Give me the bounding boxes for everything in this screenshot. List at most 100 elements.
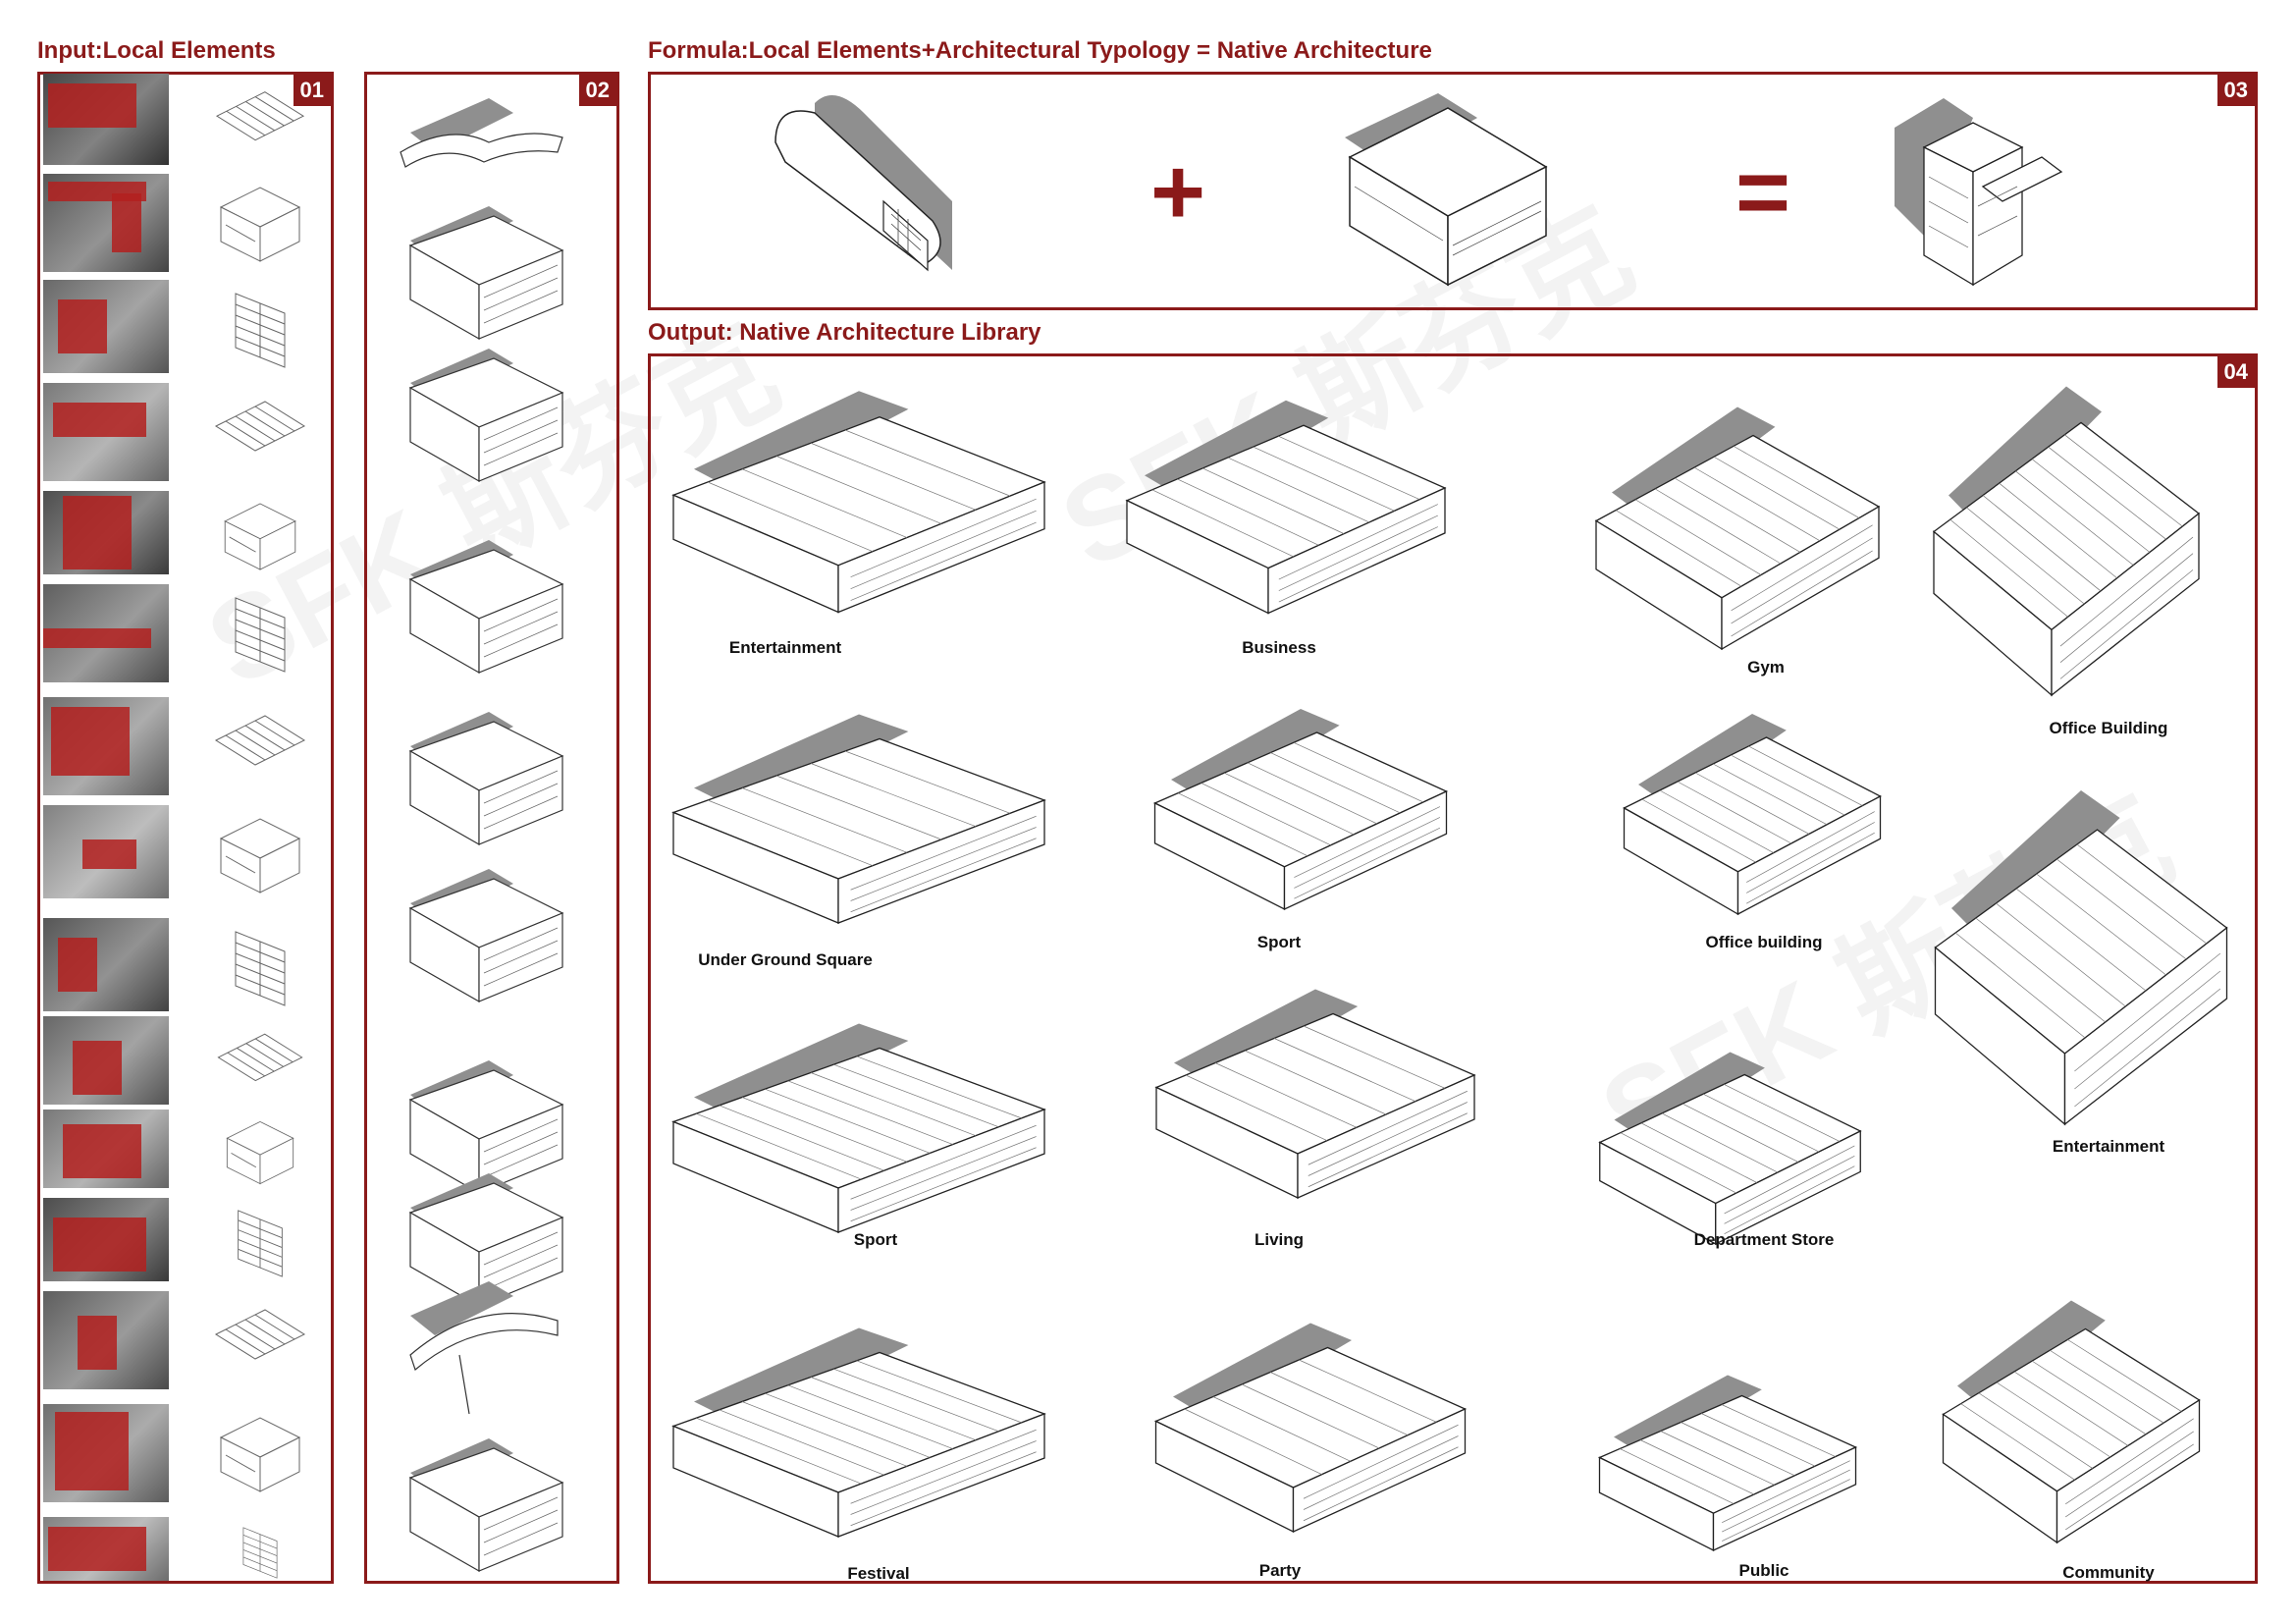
panel-number-badge: 04 [2216, 356, 2255, 388]
typology-sketch [408, 540, 564, 675]
local-element-photo [43, 697, 169, 795]
panel-number-badge: 02 [578, 75, 616, 106]
local-element-sketch [214, 1309, 306, 1360]
library-building-drawing [1623, 714, 1882, 916]
library-item-label: Business [1242, 638, 1316, 657]
highlighted-element [78, 1316, 117, 1370]
local-element-sketch [219, 187, 301, 262]
typology-sketch [408, 869, 564, 1003]
vault-element-drawing [774, 95, 952, 272]
highlighted-element [51, 707, 130, 776]
library-item-label: Entertainment [728, 638, 842, 657]
panel-typology: 02 [364, 72, 619, 1584]
local-element-sketch [219, 818, 301, 893]
local-element-sketch [214, 715, 306, 766]
library-building-drawing [671, 1023, 1046, 1233]
highlighted-element [53, 1218, 146, 1272]
typology-sketch [408, 712, 564, 846]
library-item-label: Sport [1256, 933, 1302, 951]
panel-native-architecture-library: 04 [648, 353, 2258, 1584]
highlighted-element [48, 1527, 146, 1571]
panel-number-badge: 03 [2216, 75, 2255, 106]
typology-box-drawing [1345, 93, 1548, 287]
local-element-photo [43, 1198, 169, 1281]
local-element-sketch [238, 1210, 283, 1277]
library-building-drawing [1942, 1300, 2201, 1544]
local-element-sketch [219, 1417, 301, 1492]
library-building-drawing [1598, 1052, 1862, 1246]
library-item-label: Public [1738, 1561, 1789, 1580]
local-element-photo [43, 584, 169, 682]
library-building-drawing [1932, 386, 2201, 697]
library-building-drawing [1125, 400, 1447, 615]
input-title: Input:Local Elements [37, 37, 276, 64]
highlighted-element [63, 496, 132, 569]
library-item-label: Festival [847, 1564, 910, 1583]
library-building-drawing [1594, 406, 1881, 651]
highlighted-element [58, 299, 107, 353]
library-item-label: Sport [853, 1230, 898, 1249]
local-element-sketch [242, 1527, 278, 1579]
library-item-label: Community [2062, 1563, 2155, 1582]
local-element-photo [43, 1517, 169, 1581]
highlighted-element [48, 83, 136, 128]
panel-local-elements: 01 [37, 72, 334, 1584]
library-item-label: Office Building [2049, 719, 2168, 737]
native-architecture-drawing [1895, 98, 2063, 287]
library-item-label: Office building [1705, 933, 1823, 951]
library-building-drawing [671, 714, 1046, 924]
typology-sketch [408, 1060, 564, 1195]
local-element-photo [43, 280, 169, 373]
local-element-photo [43, 805, 169, 898]
typology-sketch [400, 98, 563, 168]
local-element-photo [43, 74, 169, 165]
highlighted-element [63, 1124, 141, 1178]
local-element-photo [43, 174, 169, 272]
local-element-photo [43, 1110, 169, 1188]
local-element-sketch [235, 293, 286, 368]
highlighted-element [58, 938, 97, 992]
library-building-drawing [1597, 1375, 1858, 1552]
typology-sketch [408, 349, 564, 483]
output-title: Output: Native Architecture Library [648, 319, 1041, 346]
library-item-label: Party [1258, 1561, 1302, 1580]
highlighted-element [53, 403, 146, 437]
library-item-label: Entertainment [2052, 1137, 2165, 1156]
highlighted-element [73, 1041, 122, 1095]
panel-number-badge: 01 [293, 75, 331, 106]
local-element-sketch [215, 91, 305, 141]
local-element-photo [43, 1291, 169, 1389]
local-element-sketch [235, 931, 286, 1006]
library-item-label: Department Store [1693, 1230, 1835, 1249]
library-building-drawing [1934, 790, 2228, 1126]
library-building-drawing [1152, 709, 1449, 911]
library-building-drawing [671, 391, 1046, 614]
formula-title: Formula:Local Elements+Architectural Typ… [648, 37, 1432, 64]
local-element-sketch [217, 1033, 303, 1082]
equals-sign: = [1735, 139, 1791, 244]
local-element-sketch [226, 1120, 294, 1185]
library-item-label: Living [1254, 1230, 1305, 1249]
library-building-drawing [671, 1327, 1046, 1538]
library-building-drawing [1153, 1323, 1468, 1534]
highlighted-element [112, 193, 141, 252]
highlighted-element [82, 839, 136, 869]
local-element-photo [43, 918, 169, 1011]
local-element-photo [43, 383, 169, 481]
local-element-sketch [235, 597, 286, 673]
highlighted-element [55, 1412, 129, 1490]
local-element-photo [43, 1404, 169, 1502]
panel-formula: 03 [648, 72, 2258, 310]
local-element-sketch [214, 401, 306, 452]
library-item-label: Under Ground Square [698, 950, 873, 969]
typology-sketch [408, 206, 564, 341]
highlighted-element [43, 628, 151, 648]
plus-sign: + [1150, 139, 1206, 244]
local-element-photo [43, 491, 169, 574]
local-element-photo [43, 1016, 169, 1105]
library-building-drawing [1154, 989, 1476, 1200]
local-element-sketch [224, 503, 296, 570]
library-item-label: Gym [1747, 658, 1785, 677]
typology-sketch [408, 1173, 564, 1308]
typology-sketch [408, 1438, 564, 1573]
